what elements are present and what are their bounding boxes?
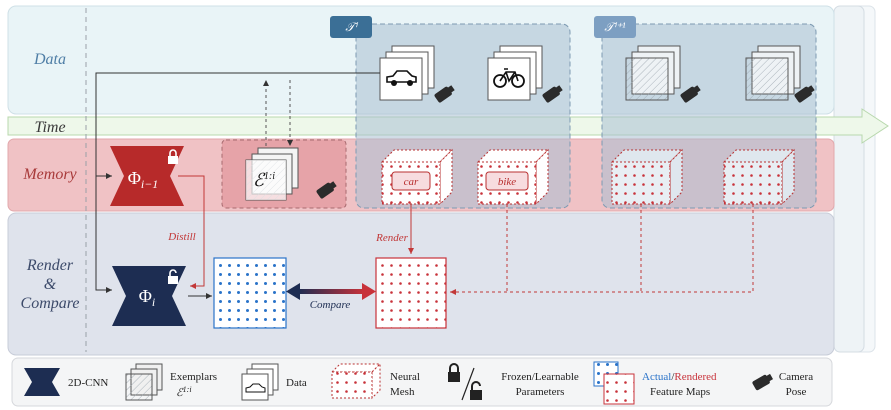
band-label-time: Time <box>34 119 66 136</box>
model-cur: Φi <box>112 266 186 326</box>
compare-label: Compare <box>310 299 351 311</box>
task-label-next: 𝒯ⁱ⁺¹ <box>604 20 626 34</box>
svg-text:bike: bike <box>498 176 516 188</box>
svg-text:Parameters: Parameters <box>516 386 565 398</box>
lock-icon <box>168 149 178 164</box>
stack-edges <box>833 5 876 353</box>
feature-map-rendered <box>375 257 447 329</box>
band-label-render: Render & Compare <box>8 256 92 313</box>
svg-text:Mesh: Mesh <box>390 386 415 398</box>
svg-text:Pose: Pose <box>786 386 807 398</box>
band-label-render-1: Render <box>26 257 74 274</box>
legend-frozen: Frozen/Learnable <box>501 371 579 383</box>
mesh-bike: bike <box>476 148 550 206</box>
svg-text:ℰ1:i: ℰ1:i <box>176 385 192 399</box>
svg-text:car: car <box>404 176 419 188</box>
exemplar-stack <box>245 147 299 201</box>
svg-text:Actual/Rendered: Actual/Rendered <box>642 371 717 383</box>
legend-cnn-icon <box>24 368 60 396</box>
svg-text:Φi: Φi <box>139 286 156 309</box>
legend-lock-icon <box>448 363 482 401</box>
legend-mesh-icon <box>330 362 382 400</box>
mesh-next-b <box>722 148 796 206</box>
bike-icon <box>493 68 525 88</box>
input-line <box>95 72 380 293</box>
legend-camera: Camera <box>779 371 813 383</box>
legend-feature: Feature Maps <box>650 386 710 398</box>
camera-icon <box>752 373 774 391</box>
unlock-icon <box>168 269 178 284</box>
legend-data: Data <box>286 377 307 389</box>
legend-exemplars: Exemplars <box>170 371 217 383</box>
image-stack-next-b <box>745 45 801 101</box>
distill-label: Distill <box>167 231 196 243</box>
legend: 2D-CNN Exemplars ℰ1:i Data Neural Mesh <box>11 357 833 407</box>
task-tag-current <box>330 16 372 38</box>
next-render-dashed-b <box>641 204 754 293</box>
image-stack-next-a <box>625 45 681 101</box>
render-label: Render <box>375 232 408 244</box>
exemplar-label: ℰ1:i <box>253 170 275 190</box>
feature-map-actual <box>213 257 287 329</box>
legend-feature-icon <box>593 361 635 405</box>
svg-text:Φi−1: Φi−1 <box>128 168 159 191</box>
camera-icon <box>434 85 815 103</box>
band-label-memory: Memory <box>23 166 77 183</box>
legend-data-icon <box>241 363 279 401</box>
mesh-car: car <box>380 148 454 206</box>
band-label-render-2: & <box>43 276 57 293</box>
camera-icon <box>316 181 337 199</box>
band-label-render-3: Compare <box>20 295 80 312</box>
car-icon <box>386 70 417 86</box>
mesh-next-a <box>610 148 684 206</box>
legend-mesh: Neural <box>390 371 420 383</box>
task-tag-next <box>594 16 636 38</box>
compare-arrow <box>286 283 376 300</box>
legend-exemplar-icon <box>125 363 163 401</box>
legend-cnn: 2D-CNN <box>68 377 108 389</box>
task-label-current: 𝒯ⁱ <box>345 20 358 34</box>
distill-edge <box>178 175 205 289</box>
image-stack-bike <box>487 45 543 101</box>
model-prev: Φi−1 <box>110 146 184 206</box>
image-stack-car <box>379 45 435 101</box>
band-label-data: Data <box>34 51 66 68</box>
